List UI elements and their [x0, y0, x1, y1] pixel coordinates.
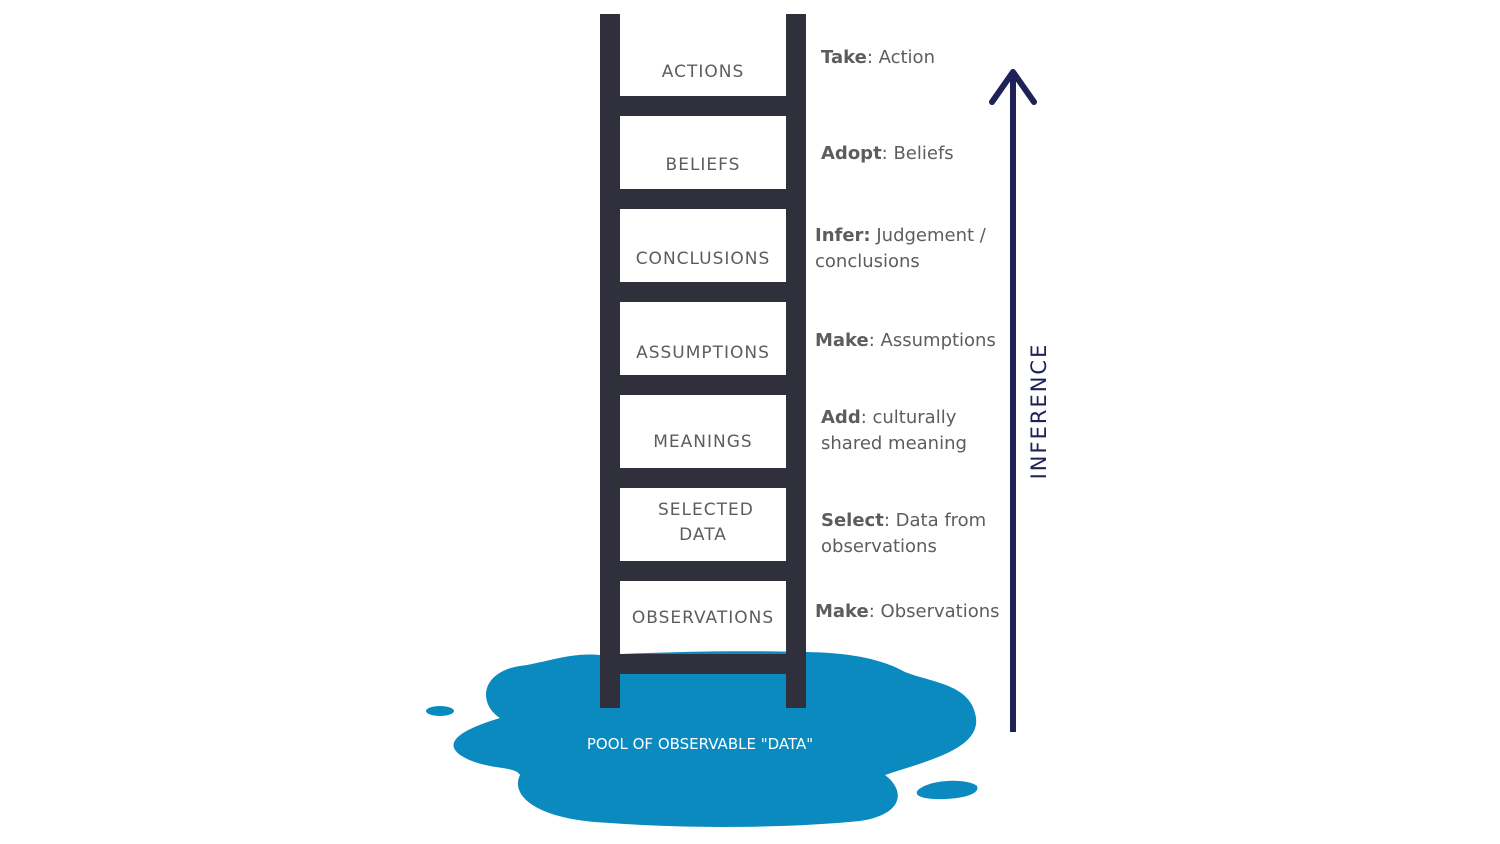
- arrow-head: [989, 69, 1037, 105]
- step-take-action: Take: Action: [821, 45, 935, 71]
- rung-label-selected-data: SELECTED DATA: [658, 500, 754, 545]
- step-verb: Make: [815, 330, 869, 351]
- step-rest: : Data from observations: [821, 510, 987, 557]
- rung-label-assumptions: ASSUMPTIONS: [636, 343, 770, 363]
- step-verb: Take: [821, 47, 867, 68]
- ladder-rung: [620, 189, 786, 209]
- pool-body: [453, 651, 977, 827]
- rung-label-meanings: MEANINGS: [653, 432, 753, 452]
- step-make-assumptions: Make: Assumptions: [815, 328, 996, 354]
- step-add-meaning: Add: culturally shared meaning: [821, 405, 991, 457]
- inference-arrow-icon: [989, 69, 1037, 732]
- ladder-rung: [620, 96, 786, 116]
- ladder-rung: [620, 282, 786, 302]
- step-verb: Infer:: [815, 225, 871, 246]
- ladder-rung: [620, 561, 786, 581]
- step-rest: Judgement / conclusions: [815, 225, 986, 272]
- ladder-rung: [620, 468, 786, 488]
- step-verb: Make: [815, 601, 869, 622]
- step-verb: Add: [821, 407, 861, 428]
- ladder-right-rail: [786, 14, 806, 708]
- step-rest: : culturally shared meaning: [821, 407, 967, 454]
- ladder-left-rail: [600, 14, 620, 708]
- step-adopt-beliefs: Adopt: Beliefs: [821, 141, 954, 167]
- step-rest: : Observations: [868, 601, 1000, 622]
- step-rest: : Action: [866, 47, 935, 68]
- step-verb: Adopt: [821, 143, 882, 164]
- rung-label-conclusions: CONCLUSIONS: [635, 249, 771, 269]
- rung-label-observations: OBSERVATIONS: [631, 608, 775, 628]
- rung-label-beliefs: BELIEFS: [665, 155, 741, 175]
- rung-label-actions: ACTIONS: [661, 62, 745, 82]
- ladder-rung: [620, 375, 786, 395]
- step-rest: : Beliefs: [881, 143, 954, 164]
- step-verb: Select: [821, 510, 884, 531]
- pool-splash-right: [916, 780, 978, 800]
- pool-splash-left: [426, 706, 454, 716]
- ladder-rung: [620, 654, 786, 674]
- step-infer-conclusions: Infer: Judgement / conclusions: [815, 223, 1000, 275]
- step-make-observations: Make: Observations: [815, 599, 1000, 625]
- step-rest: : Assumptions: [868, 330, 996, 351]
- inference-label: INFERENCE: [1027, 342, 1051, 480]
- step-select-data: Select: Data from observations: [821, 508, 996, 560]
- pool-label: POOL OF OBSERVABLE "DATA": [586, 735, 814, 753]
